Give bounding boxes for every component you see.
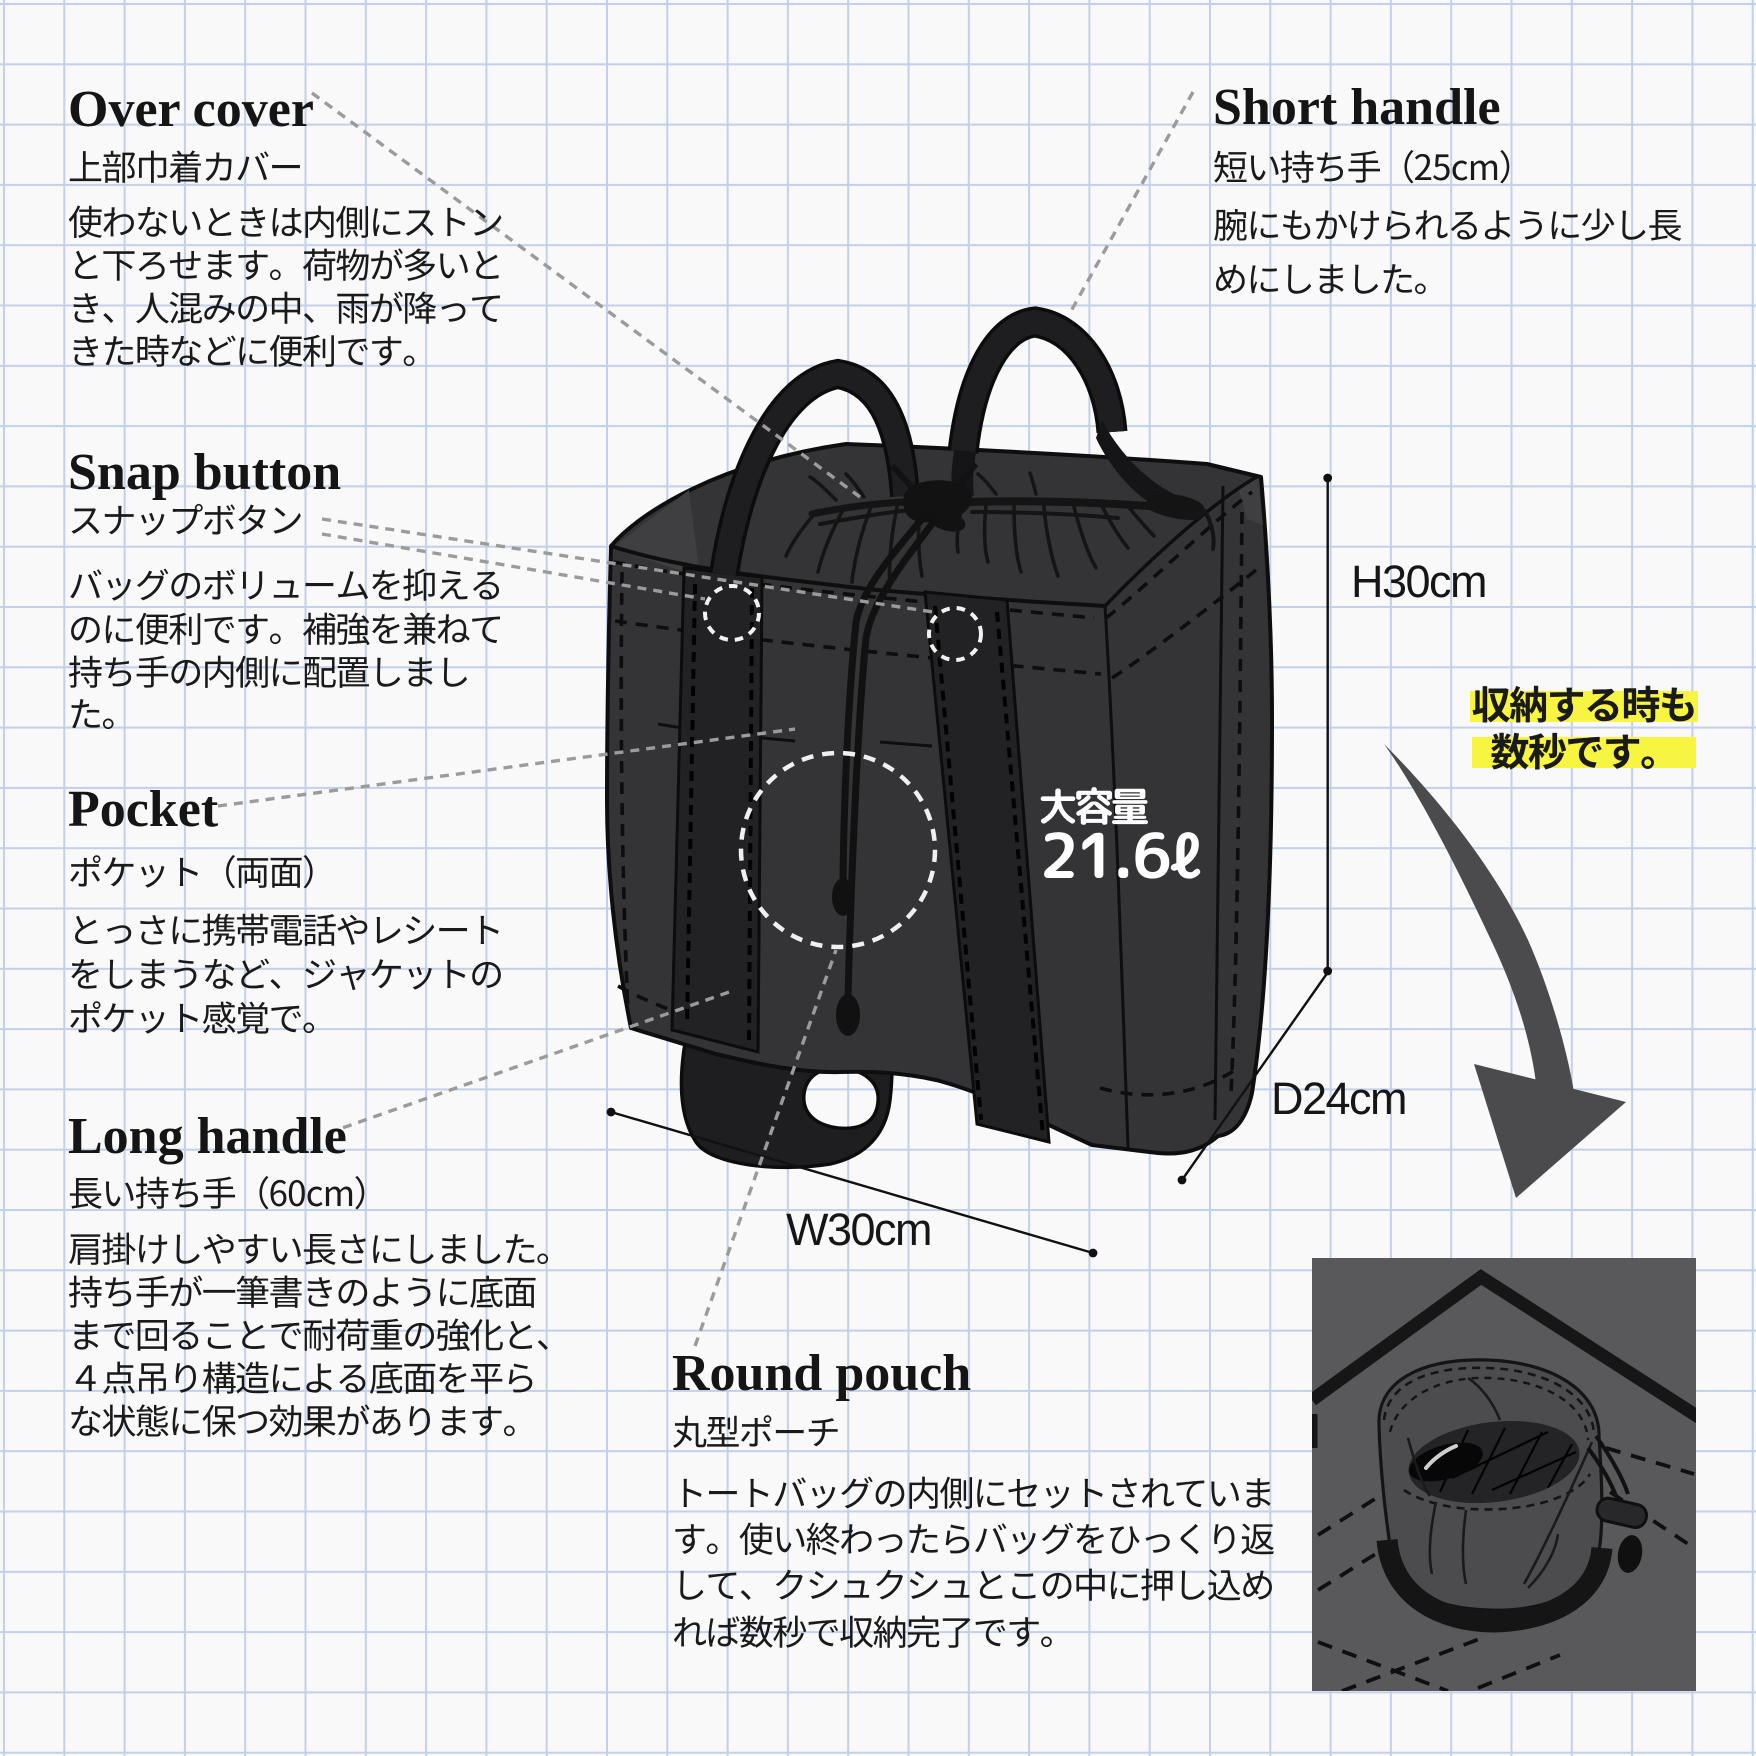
svg-text:Over cover: Over cover [68, 81, 314, 138]
svg-text:D24cm: D24cm [1271, 1073, 1406, 1124]
svg-text:H30cm: H30cm [1351, 556, 1486, 607]
svg-text:Pocket: Pocket [68, 781, 219, 838]
svg-text:Round pouch: Round pouch [672, 1345, 971, 1402]
svg-text:Short handle: Short handle [1213, 79, 1501, 136]
svg-text:Long handle: Long handle [68, 1108, 347, 1165]
svg-text:Snap button: Snap button [68, 444, 341, 501]
svg-text:W30cm: W30cm [786, 1204, 931, 1255]
